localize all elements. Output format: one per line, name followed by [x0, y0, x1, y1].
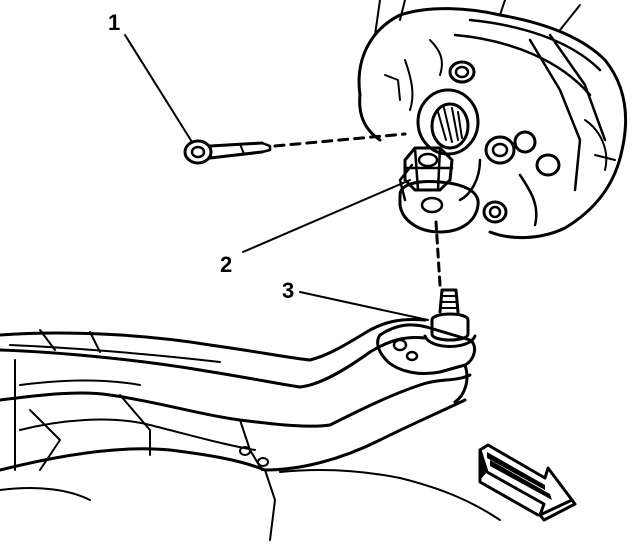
- leader-line-1: [124, 34, 193, 143]
- leader-line-2: [242, 179, 411, 253]
- ball-joint-stud: [423, 288, 477, 348]
- alignment-dash-line: [434, 220, 442, 287]
- cotter-dash-line: [273, 132, 407, 148]
- castle-nut: [403, 146, 454, 192]
- cotter-pin: [183, 139, 272, 165]
- callout-1: 1: [108, 10, 120, 35]
- crossmember: [0, 318, 501, 541]
- control-arm: [376, 323, 477, 404]
- steering-knuckle: [357, 0, 628, 240]
- callout-2: 2: [220, 252, 232, 277]
- front-arrow-icon: [478, 443, 577, 522]
- callout-3: 3: [282, 278, 294, 303]
- leader-line-3: [299, 291, 429, 321]
